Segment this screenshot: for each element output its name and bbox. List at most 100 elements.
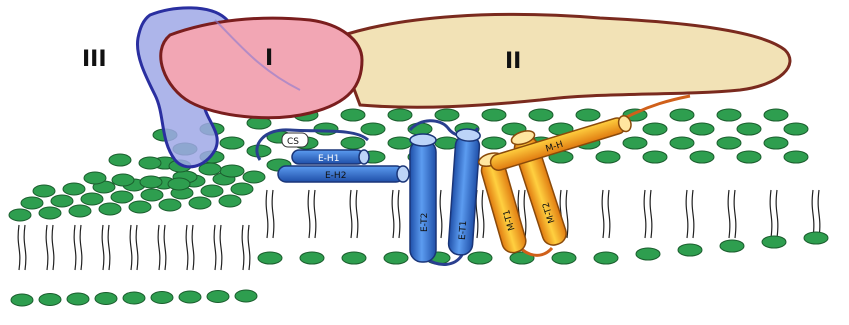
- lipid-head: [737, 151, 761, 163]
- lipid-head: [784, 151, 808, 163]
- lipid-head: [141, 189, 163, 201]
- lipid-head: [207, 291, 229, 303]
- lipid-head: [529, 109, 553, 121]
- e-t1-label: E-T1: [458, 220, 469, 240]
- lipid-head: [21, 197, 43, 209]
- lipid-head: [258, 252, 282, 264]
- lipid-head: [69, 205, 91, 217]
- lipid-tail: [158, 225, 166, 270]
- lipid-tail: [476, 190, 484, 238]
- lipid-tail: [18, 225, 26, 270]
- lipid-tail: [130, 225, 138, 270]
- lipid-head: [717, 137, 741, 149]
- lipid-head: [764, 137, 788, 149]
- domain-III-label: III: [82, 47, 107, 72]
- lipid-head: [636, 248, 660, 260]
- lipid-tail: [392, 190, 400, 238]
- domain-I-label: I: [265, 46, 273, 71]
- lipid-tail: [46, 225, 54, 270]
- lipid-head: [220, 165, 244, 177]
- lipid-head: [643, 123, 667, 135]
- lipid-head: [388, 137, 412, 149]
- lipid-head: [594, 252, 618, 264]
- lipid-head: [482, 137, 506, 149]
- lipid-head: [84, 172, 106, 184]
- lipid-head: [341, 137, 365, 149]
- lipid-head: [33, 185, 55, 197]
- lipid-head: [123, 292, 145, 304]
- lipid-tail: [266, 190, 274, 238]
- lipid-head: [576, 109, 600, 121]
- lipid-head: [720, 240, 744, 252]
- lipid-head: [361, 123, 385, 135]
- lipid-head: [139, 157, 161, 169]
- lipid-head: [11, 294, 33, 306]
- e-h1-label: E-H1: [318, 154, 339, 164]
- lipid-head: [151, 292, 173, 304]
- cs-label: CS: [287, 137, 299, 147]
- lipid-head: [231, 183, 253, 195]
- lipid-tail: [242, 225, 250, 270]
- lipid-tail: [812, 190, 820, 238]
- lipid-tail: [644, 190, 652, 238]
- helix-e-t2: E-T2: [410, 134, 436, 262]
- lipid-head: [690, 123, 714, 135]
- lipid-head: [784, 123, 808, 135]
- lipid-head: [690, 151, 714, 163]
- e-t2-label: E-T2: [420, 213, 430, 232]
- lipid-head: [762, 236, 786, 248]
- lipid-tail: [308, 190, 316, 238]
- lipid-tail: [102, 225, 110, 270]
- lipid-tail: [74, 225, 82, 270]
- lipid-head: [678, 244, 702, 256]
- lipid-head: [168, 178, 190, 190]
- lipid-head: [99, 203, 121, 215]
- lipid-head: [235, 290, 257, 302]
- lipid-head: [95, 293, 117, 305]
- lipid-head: [243, 171, 265, 183]
- lipid-head: [314, 123, 338, 135]
- domain-I-shape: [161, 18, 362, 118]
- domain-II-label: II: [505, 49, 521, 74]
- lipid-head: [111, 191, 133, 203]
- lipid-head: [201, 185, 223, 197]
- lipid-head: [670, 109, 694, 121]
- lipid-tail: [186, 225, 194, 270]
- helix-e-h2: E-H2: [278, 166, 409, 182]
- lipid-tail: [770, 190, 778, 238]
- lipid-head: [189, 197, 211, 209]
- lipid-tail: [728, 190, 736, 238]
- lipid-tail: [350, 190, 358, 238]
- lipid-head: [39, 294, 61, 306]
- lipid-head: [552, 252, 576, 264]
- lipid-head: [300, 252, 324, 264]
- lipid-tail: [686, 190, 694, 238]
- lipid-head: [39, 207, 61, 219]
- lipid-head: [159, 199, 181, 211]
- lipid-head: [63, 183, 85, 195]
- lipid-head: [67, 293, 89, 305]
- lipid-head: [737, 123, 761, 135]
- lipid-tail: [214, 225, 222, 270]
- lipid-head: [129, 201, 151, 213]
- e-h2-label: E-H2: [325, 171, 346, 181]
- domain-II-shape: [335, 14, 790, 107]
- lipid-head: [140, 176, 162, 188]
- lipid-head: [112, 174, 134, 186]
- lipid-head: [596, 151, 620, 163]
- lipid-head: [179, 291, 201, 303]
- lipid-head: [219, 195, 241, 207]
- lipid-head: [109, 154, 131, 166]
- lipid-head: [9, 209, 31, 221]
- lipid-head: [384, 252, 408, 264]
- lipid-head: [51, 195, 73, 207]
- lipid-head: [717, 109, 741, 121]
- helix-e-h1: E-H1: [292, 150, 369, 164]
- lipid-head: [804, 232, 828, 244]
- lipid-head: [342, 252, 366, 264]
- lipid-head: [388, 109, 412, 121]
- lipid-head: [341, 109, 365, 121]
- lipid-head: [764, 109, 788, 121]
- lipid-head: [81, 193, 103, 205]
